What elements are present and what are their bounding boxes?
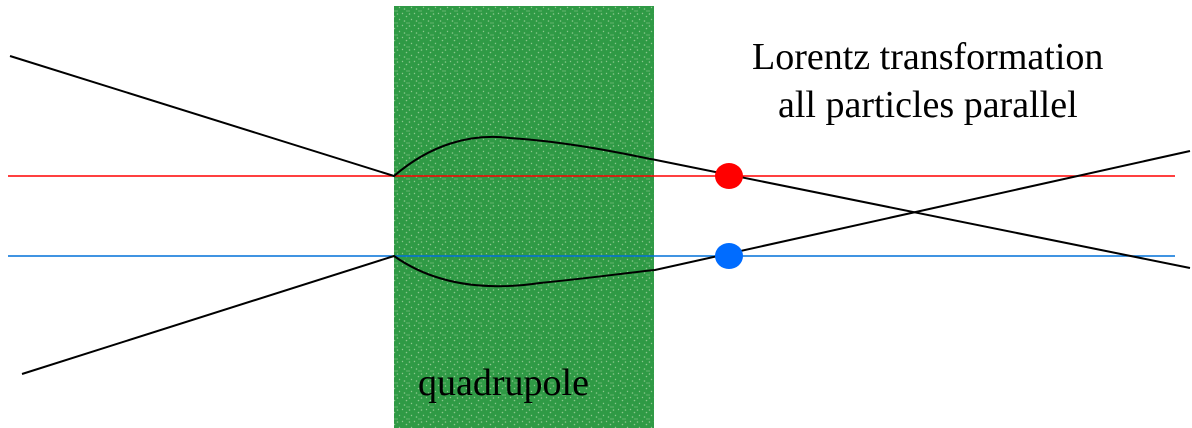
quadrupole-block — [394, 6, 654, 428]
red-particle — [715, 163, 743, 189]
upper-trajectory — [9, 55, 1191, 269]
lower-trajectory — [21, 150, 1191, 375]
caption-line-1: Lorentz transformation — [752, 36, 1104, 78]
blue-particle — [715, 243, 743, 269]
quadrupole-label: quadrupole — [418, 362, 589, 404]
caption-line-2: all particles parallel — [778, 84, 1078, 126]
